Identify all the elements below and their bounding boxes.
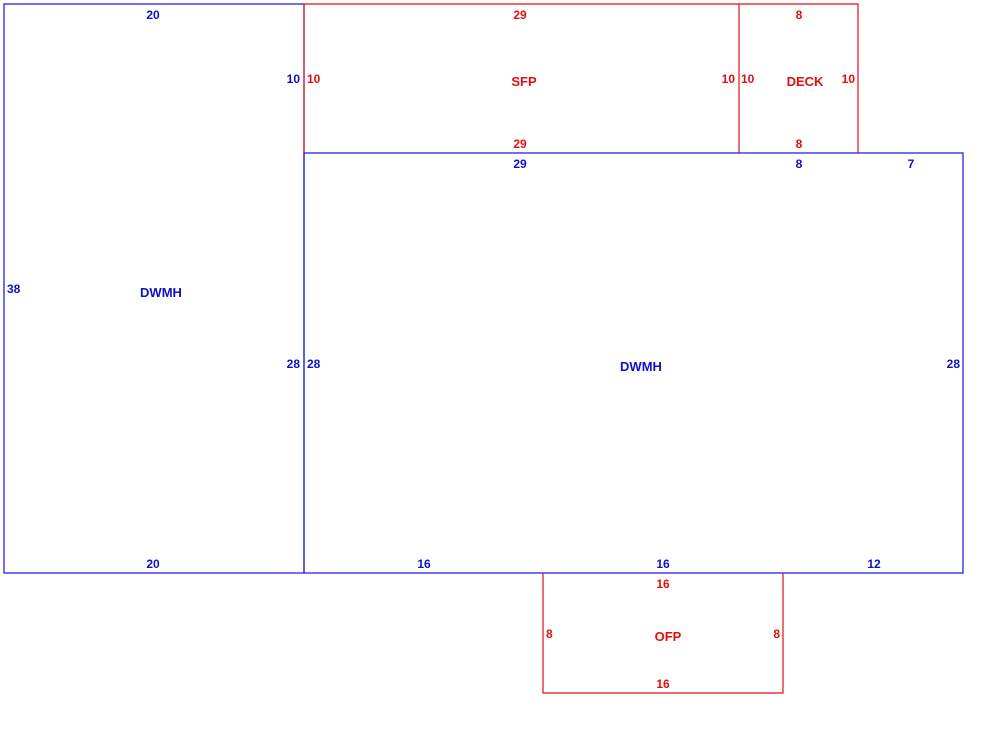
left-dwmh-top-dim: 20 [146,8,160,22]
main-dwmh-top-dim-a: 29 [513,157,527,171]
sfp-right-dim: 10 [722,72,736,86]
main-dwmh-bottom-dim-a: 16 [417,557,431,571]
deck-right-dim: 10 [842,72,856,86]
left-dwmh-bottom-dim: 20 [146,557,160,571]
deck-name: DECK [787,74,824,89]
sfp-name: SFP [511,74,537,89]
main-dwmh-outline [303,152,964,574]
main-dwmh-name: DWMH [620,359,662,374]
left-dwmh-right-upper-dim: 10 [287,72,301,86]
main-dwmh-bottom-dim-c: 12 [867,557,881,571]
main-dwmh-top-dim-c: 7 [908,157,915,171]
left-dwmh-right-lower-dim: 28 [287,357,301,371]
sfp-top-dim: 29 [513,8,527,22]
deck-top-dim: 8 [796,8,803,22]
ofp-right-dim: 8 [773,627,780,641]
sfp-bottom-dim: 29 [513,137,527,151]
deck-left-dim: 10 [741,72,755,86]
left-dwmh-name: DWMH [140,285,182,300]
main-dwmh-right-dim: 28 [947,357,961,371]
main-dwmh-top-dim-b: 8 [796,157,803,171]
ofp-left-dim: 8 [546,627,553,641]
main-dwmh-bottom-dim-b: 16 [656,557,670,571]
ofp-top-dim: 16 [656,577,670,591]
sfp-outline [303,3,740,153]
deck-outline [739,3,859,153]
sfp-left-dim: 10 [307,72,321,86]
left-dwmh-left-dim: 38 [7,282,21,296]
ofp-name: OFP [655,629,682,644]
deck-bottom-dim: 8 [796,137,803,151]
main-dwmh-left-dim: 28 [307,357,321,371]
ofp-outline [542,573,784,694]
ofp-bottom-dim: 16 [656,677,670,691]
